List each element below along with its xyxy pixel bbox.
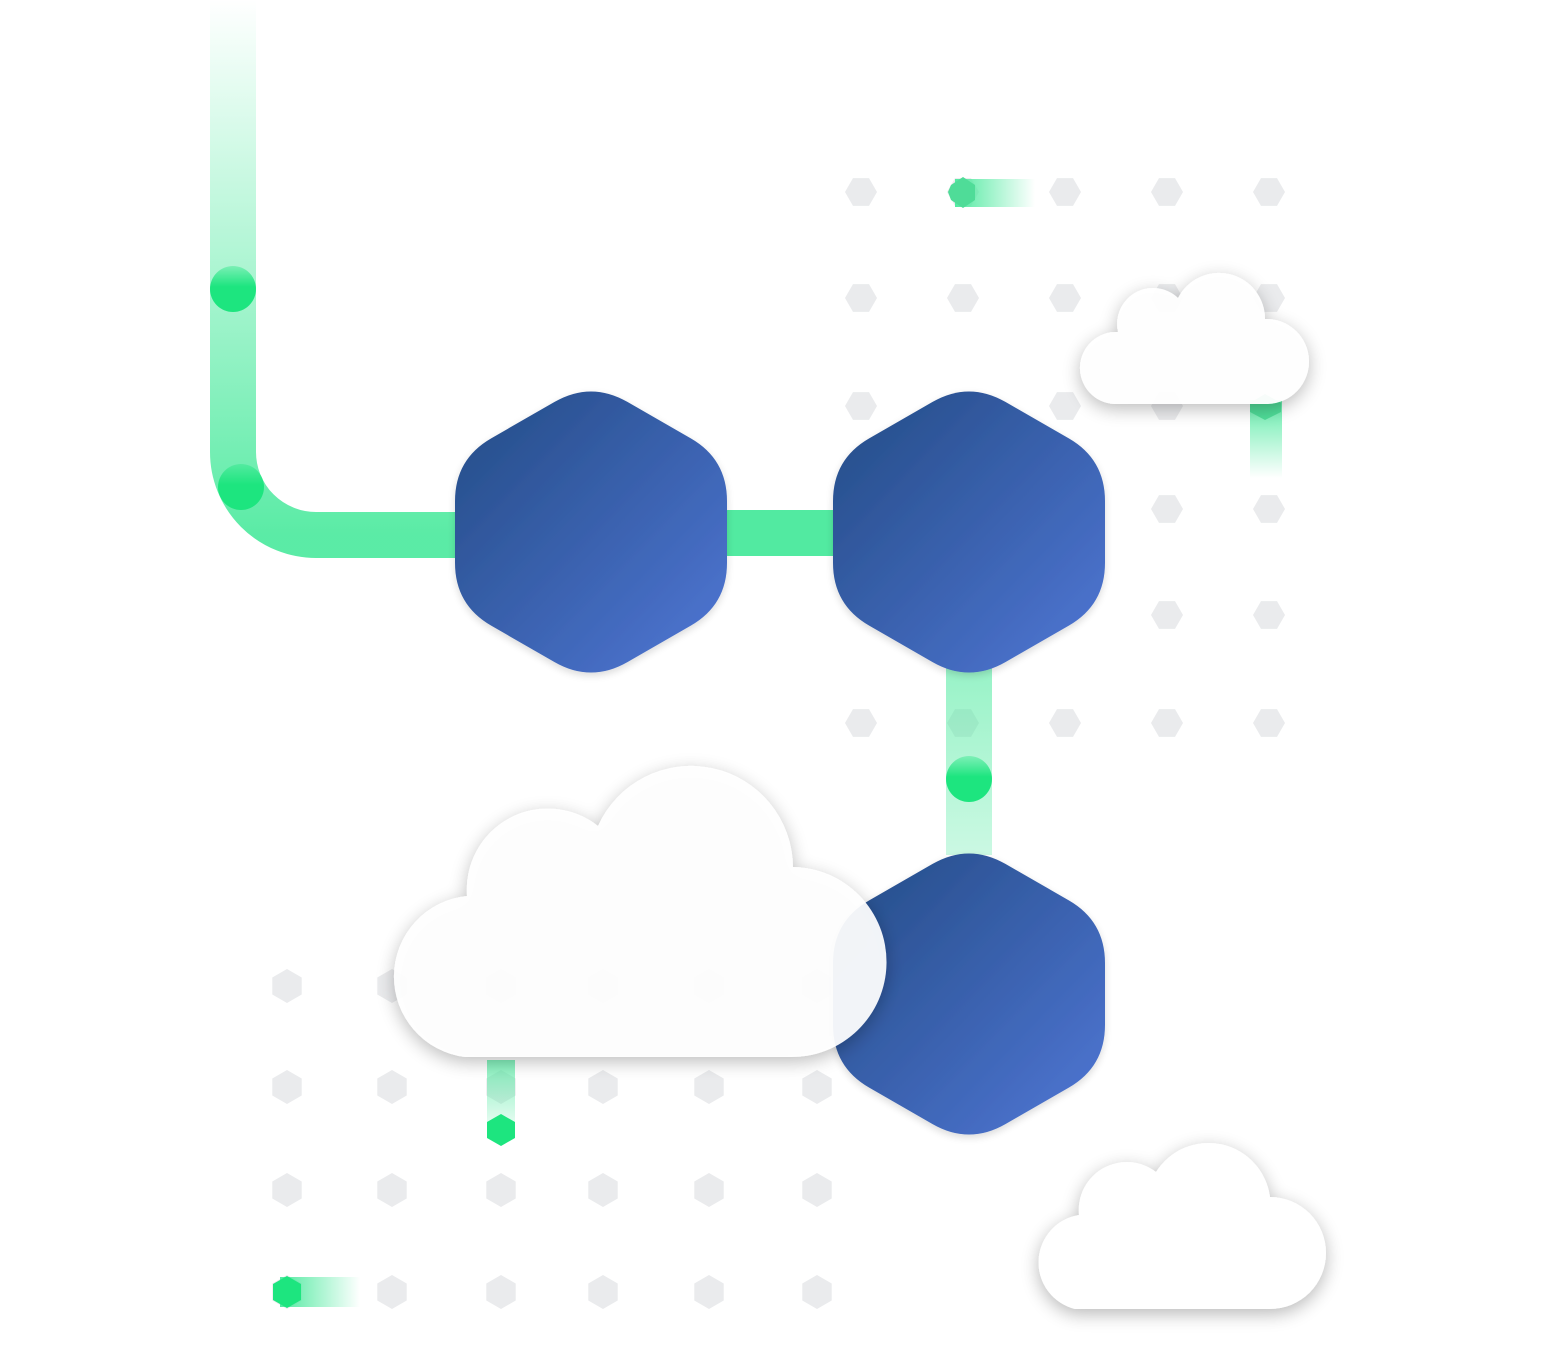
cloud-icon — [393, 765, 887, 1058]
connector-line-main — [210, 0, 470, 558]
grid-dot — [1049, 709, 1081, 737]
grid-dot — [845, 709, 877, 737]
clouds — [393, 272, 1326, 1309]
grid-dot — [1253, 601, 1285, 629]
hexagon-node-icon — [833, 853, 1105, 1135]
grid-dot — [486, 1275, 516, 1309]
grid-dot — [1151, 178, 1183, 206]
grid-dot — [1151, 601, 1183, 629]
grid-dot — [377, 1275, 407, 1309]
grid-dot — [1049, 178, 1081, 206]
node-hex-dot — [948, 177, 975, 208]
cloud-large — [393, 765, 887, 1058]
node-hex-dot — [487, 1114, 515, 1146]
grid-dot — [802, 1070, 832, 1104]
grid-dot — [272, 969, 302, 1003]
hexagon-nodes — [455, 391, 1105, 1135]
grid-dot — [947, 284, 979, 312]
node-hex-dot — [273, 1276, 301, 1308]
grid-dot — [588, 1275, 618, 1309]
grid-dot — [377, 1173, 407, 1207]
grid-dot — [694, 1070, 724, 1104]
grid-dot — [1049, 284, 1081, 312]
connector-lines — [210, 0, 1282, 1307]
green-nodes — [210, 177, 1281, 1308]
grid-dot — [1049, 392, 1081, 420]
grid-dot — [1253, 709, 1285, 737]
grid-dot — [1253, 495, 1285, 523]
grid-dot — [1151, 495, 1183, 523]
node-dot — [210, 266, 256, 312]
grid-dot — [694, 1173, 724, 1207]
grid-dot — [272, 1173, 302, 1207]
grid-dot — [1151, 709, 1183, 737]
grid-dot — [845, 178, 877, 206]
grid-dot — [845, 392, 877, 420]
cloud-icon — [1079, 272, 1309, 404]
node-dot — [218, 464, 264, 510]
grid-dot — [588, 1070, 618, 1104]
cloud-top-right — [1079, 272, 1309, 404]
grid-dot — [1253, 178, 1285, 206]
cloud-bottom-right — [1038, 1142, 1326, 1309]
node-dot — [946, 756, 992, 802]
grid-dot — [486, 1173, 516, 1207]
grid-dot — [694, 1275, 724, 1309]
grid-dot — [802, 1173, 832, 1207]
hexagon-node-icon — [833, 391, 1105, 673]
grid-dot — [845, 284, 877, 312]
cloud-icon — [1038, 1142, 1326, 1309]
hexagon-node-icon — [455, 391, 727, 673]
grid-dot — [272, 1070, 302, 1104]
connector-line-middle — [720, 510, 845, 556]
grid-dot — [377, 1070, 407, 1104]
grid-dot — [802, 1275, 832, 1309]
grid-dot — [588, 1173, 618, 1207]
